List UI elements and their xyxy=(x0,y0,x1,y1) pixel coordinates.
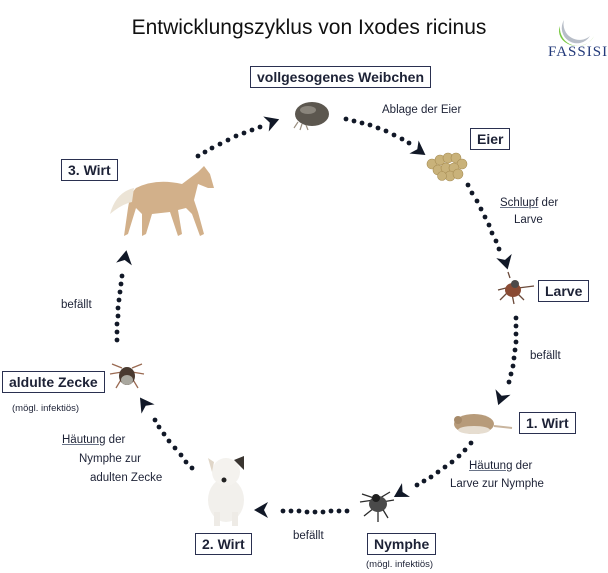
logo-crescent-icon xyxy=(558,4,594,47)
transition-haeutung-nymphe-line2: Nymphe zur xyxy=(79,453,141,465)
transition-haeutung-larve: Häutung der xyxy=(469,460,533,472)
horse-icon xyxy=(110,166,214,236)
transition-befaellt-adulte: befällt xyxy=(61,299,92,311)
stage-box-nymphe: Nymphe xyxy=(367,533,437,555)
diagram-title: Entwicklungszyklus von Ixodes ricinus xyxy=(131,16,487,39)
arrow-nymphe-to-wirt2 xyxy=(254,502,350,518)
transition-haeutung-larve-line2: Larve zur Nymphe xyxy=(450,478,544,490)
arrow-weibchen-to-eier xyxy=(343,116,431,162)
transition-befaellt-larve: befällt xyxy=(530,350,561,362)
larva-tick-icon xyxy=(497,271,535,305)
fassisi-logo: FASSISI® xyxy=(546,0,608,66)
engorged-tick-icon xyxy=(293,102,329,131)
arrow-adulte-to-wirt3 xyxy=(114,248,135,343)
stage-box-wirt1: 1. Wirt xyxy=(519,412,576,434)
transition-haeutung-nymphe-line3: adulten Zecke xyxy=(90,472,163,484)
arrow-eier-to-larve xyxy=(465,182,516,272)
arrow-larve-to-wirt1 xyxy=(490,315,519,408)
adulte-zecke-note: (mögl. infektiös) xyxy=(12,403,80,414)
stage-box-adulte-zecke: aldulte Zecke xyxy=(2,371,105,393)
transition-schlupf-line2: Larve xyxy=(514,214,543,226)
dog-icon xyxy=(208,456,244,526)
arrow-wirt3-to-weibchen xyxy=(195,111,282,159)
transition-schlupf: Schlupf der xyxy=(500,197,559,209)
eggs-icon xyxy=(426,152,468,182)
stage-box-larve: Larve xyxy=(538,280,590,302)
nymph-tick-icon xyxy=(359,491,395,522)
transition-haeutung-nymphe: Häutung der xyxy=(62,434,126,446)
transition-befaellt-nymphe: befällt xyxy=(293,530,324,542)
transition-ablage-der-eier: Ablage der Eier xyxy=(382,104,462,116)
logo-text: FASSISI® xyxy=(548,44,608,60)
stage-box-wirt3: 3. Wirt xyxy=(61,159,118,181)
adult-tick-icon xyxy=(109,363,145,389)
stage-box-vollgesogenes-weibchen: vollgesogenes Weibchen xyxy=(250,66,432,88)
stage-box-wirt2: 2. Wirt xyxy=(195,533,252,555)
arrow-wirt2-to-adulte xyxy=(133,392,195,471)
stage-box-eier: Eier xyxy=(470,128,511,150)
arrow-wirt1-to-nymphe xyxy=(389,440,474,504)
nymphe-note: (mögl. infektiös) xyxy=(366,559,434,570)
mouse-icon xyxy=(454,414,513,434)
